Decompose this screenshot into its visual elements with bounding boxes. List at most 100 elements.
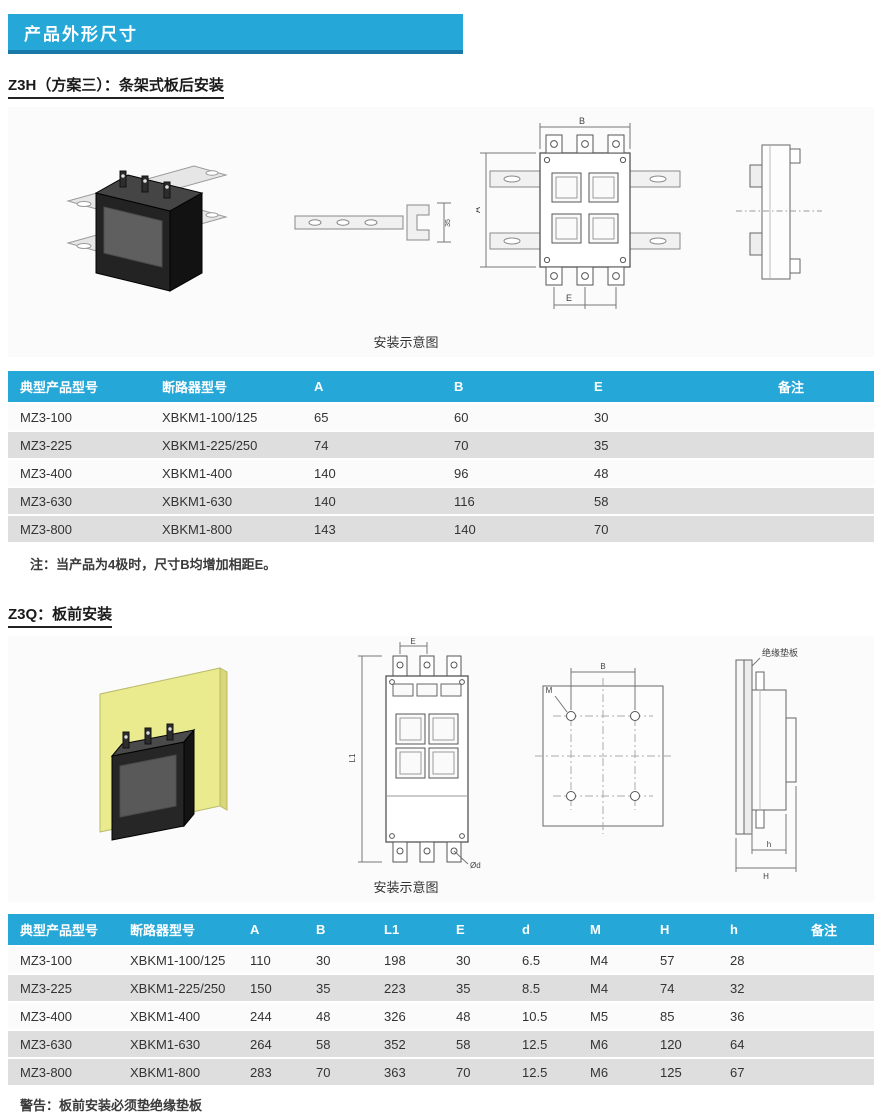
cell <box>708 487 874 516</box>
cell <box>708 459 874 488</box>
cell: 30 <box>436 946 502 975</box>
cell: 143 <box>288 515 428 544</box>
cell: 140 <box>288 459 428 488</box>
header-row: 典型产品型号 断路器型号 A B L1 E d M H h 备注 <box>8 914 874 947</box>
dim-label: E <box>410 638 415 646</box>
column-header: 备注 <box>774 914 874 947</box>
cell: 352 <box>364 1030 436 1059</box>
cell: 283 <box>230 1058 296 1087</box>
breaker-body-shape <box>110 723 196 841</box>
cell: 35 <box>296 974 364 1003</box>
column-header: 备注 <box>708 371 874 404</box>
section1-rail-profile-drawing: 35 <box>294 202 452 243</box>
cell: M4 <box>570 974 640 1003</box>
breaker-body-shape <box>94 170 204 292</box>
cell: 70 <box>436 1058 502 1087</box>
cell: 35 <box>568 431 708 460</box>
dim-label: Ød <box>470 861 481 870</box>
dim-label: B <box>579 116 585 126</box>
cell: 36 <box>710 1002 774 1031</box>
cell: 140 <box>428 515 568 544</box>
cell: XBKM1-400 <box>150 459 288 488</box>
page-title-banner: 产品外形尺寸 <box>8 14 463 54</box>
cell: 58 <box>296 1030 364 1059</box>
column-header: A <box>230 914 296 947</box>
column-header: d <box>502 914 570 947</box>
dim-label: A <box>476 207 482 213</box>
cell: 35 <box>436 974 502 1003</box>
section1-front-view-drawing: B A E <box>476 116 681 309</box>
terminal-shape <box>392 655 462 677</box>
table-row: MZ3-100 XBKM1-100/125 65 60 30 <box>8 403 874 432</box>
cell: XBKM1-800 <box>150 515 288 544</box>
cell <box>774 946 874 975</box>
section2-hole-pattern-drawing: B M <box>535 662 671 834</box>
cell: 30 <box>296 946 364 975</box>
dim-label: B <box>600 662 605 671</box>
cell: 48 <box>296 1002 364 1031</box>
cell: XBKM1-100/125 <box>150 403 288 432</box>
column-header: A <box>288 371 428 404</box>
terminal-shape <box>392 841 462 863</box>
column-header: E <box>436 914 502 947</box>
cell: 6.5 <box>502 946 570 975</box>
cell: 223 <box>364 974 436 1003</box>
cell: 70 <box>568 515 708 544</box>
cell: 10.5 <box>502 1002 570 1031</box>
cell: 12.5 <box>502 1058 570 1087</box>
cell: 28 <box>710 946 774 975</box>
section2-warning: 警告：板前安装必须垫绝缘垫板 <box>20 1098 203 1113</box>
cell: M6 <box>570 1058 640 1087</box>
table-row: MZ3-400 XBKM1-400 140 96 48 <box>8 459 874 488</box>
page-title: 产品外形尺寸 <box>24 24 138 44</box>
section1-isometric-drawing <box>66 165 228 292</box>
section1-figure: 35 <box>8 107 874 357</box>
insulation-pad-shape <box>743 659 753 835</box>
cell: 125 <box>640 1058 710 1087</box>
cell <box>708 403 874 432</box>
dim-label: 35 <box>445 219 452 227</box>
cell: 96 <box>428 459 568 488</box>
cell: 12.5 <box>502 1030 570 1059</box>
column-header: L1 <box>364 914 436 947</box>
cell: 60 <box>428 403 568 432</box>
cell: 58 <box>568 487 708 516</box>
cell: XBKM1-800 <box>118 1058 230 1087</box>
column-header: H <box>640 914 710 947</box>
cell <box>774 974 874 1003</box>
cell: 244 <box>230 1002 296 1031</box>
cell: 70 <box>296 1058 364 1087</box>
cell: MZ3-630 <box>8 487 150 516</box>
section1-note: 注：当产品为4极时，尺寸B均增加相距E。 <box>30 557 277 572</box>
cell: MZ3-100 <box>8 403 150 432</box>
cell: 150 <box>230 974 296 1003</box>
column-header: 典型产品型号 <box>8 371 150 404</box>
cell <box>774 1058 874 1087</box>
cell: MZ3-225 <box>8 974 118 1003</box>
breaker-side-shape <box>751 671 797 829</box>
table-row: MZ3-630 XBKM1-630 264 58 352 58 12.5 M6 … <box>8 1030 874 1059</box>
table-row: MZ3-225 XBKM1-225/250 74 70 35 <box>8 431 874 460</box>
cell: 110 <box>230 946 296 975</box>
cell: XBKM1-225/250 <box>150 431 288 460</box>
column-header: E <box>568 371 708 404</box>
dim-label: M <box>546 686 553 695</box>
cell: 198 <box>364 946 436 975</box>
cell: 8.5 <box>502 974 570 1003</box>
cell: M5 <box>570 1002 640 1031</box>
column-header: 断路器型号 <box>118 914 230 947</box>
cell: XBKM1-400 <box>118 1002 230 1031</box>
cell: MZ3-800 <box>8 515 150 544</box>
column-header: M <box>570 914 640 947</box>
figure-caption: 安装示意图 <box>373 335 439 350</box>
cell: MZ3-100 <box>8 946 118 975</box>
mounting-plate-shape <box>735 659 745 835</box>
dim-label: E <box>566 293 572 303</box>
cell: MZ3-225 <box>8 431 150 460</box>
table-row: MZ3-400 XBKM1-400 244 48 326 48 10.5 M5 … <box>8 1002 874 1031</box>
cell: 120 <box>640 1030 710 1059</box>
column-header: B <box>428 371 568 404</box>
cell: XBKM1-225/250 <box>118 974 230 1003</box>
table-row: MZ3-100 XBKM1-100/125 110 30 198 30 6.5 … <box>8 946 874 975</box>
cell: 65 <box>288 403 428 432</box>
